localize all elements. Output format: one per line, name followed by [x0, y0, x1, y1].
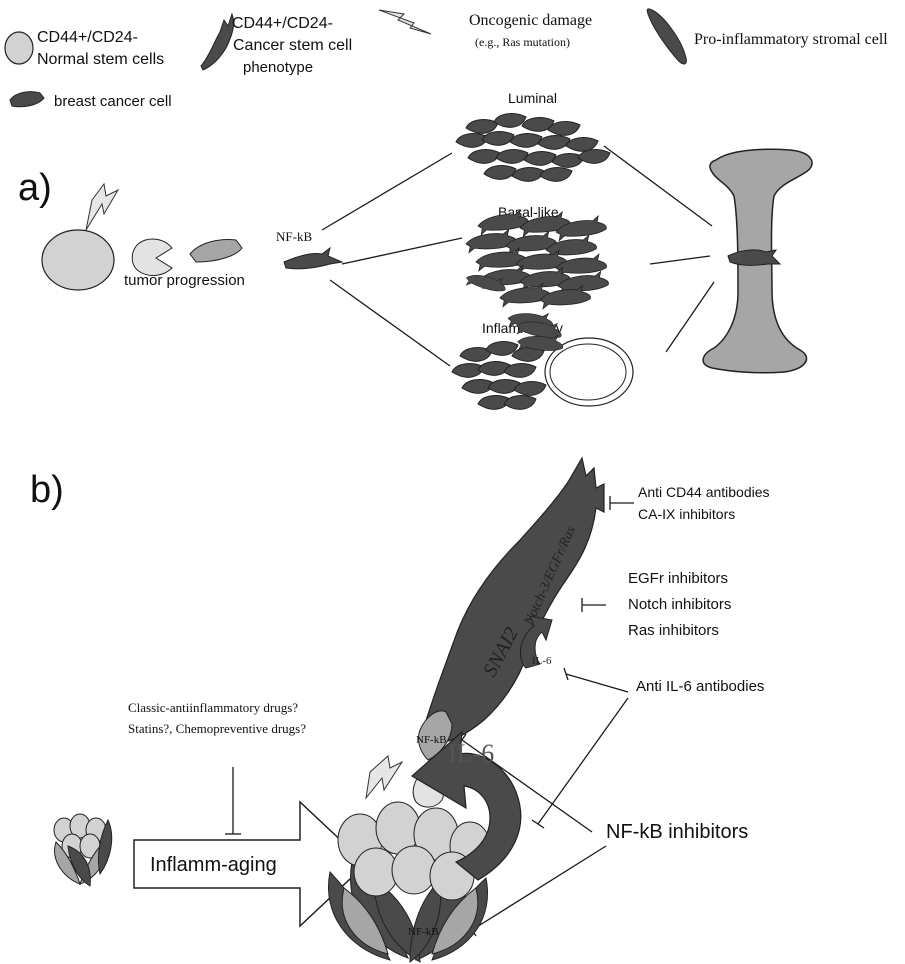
lightning-icon — [366, 756, 402, 798]
nfkb-label: NF-kB — [276, 229, 312, 244]
panel-a: a) tumor progression NF-kB Luminal Basal… — [18, 90, 812, 409]
legend-breast-cancer: breast cancer cell — [54, 93, 172, 110]
anti-il6-label[interactable]: Anti IL-6 antibodies — [636, 678, 764, 695]
legend-cancer-stem-sub1: Cancer stem cell — [233, 37, 352, 54]
legend-cancer-stem-sub2: phenotype — [243, 59, 313, 76]
inflammatory-cluster — [452, 342, 546, 410]
pacman-cell — [132, 239, 172, 275]
statins-label[interactable]: Statins?, Chemopreventive drugs? — [128, 721, 306, 736]
lightning-icon — [86, 184, 118, 230]
legend-oncogenic-sub: (e.g., Ras mutation) — [475, 35, 570, 49]
ca-ix-label[interactable]: CA-IX inhibitors — [638, 506, 735, 522]
nfkb-top-label: NF-kB — [416, 734, 447, 746]
cancer-stem-cell — [284, 248, 342, 269]
bulk-tumor-cluster — [328, 802, 490, 962]
legend-normal-stem-title: CD44+/CD24- — [37, 29, 138, 46]
early-tumor-cluster — [54, 814, 112, 886]
legend-stromal: Pro-inflammatory stromal cell — [694, 31, 888, 48]
nfkb-bottom-label: NF-kB — [408, 926, 439, 938]
normal-stem-cell — [42, 230, 114, 290]
egfr-inhibitors-label[interactable]: EGFr inhibitors — [628, 570, 728, 587]
basal-cluster — [465, 209, 609, 309]
ras-inhibitors-label[interactable]: Ras inhibitors — [628, 622, 719, 639]
panel-b-label: b) — [30, 469, 64, 511]
il6-big-label: IL-6 — [448, 739, 494, 768]
legend-oncogenic-title: Oncogenic damage — [469, 12, 592, 29]
luminal-label: Luminal — [508, 90, 557, 106]
classic-drugs-label[interactable]: Classic-antiinflammatory drugs? — [128, 700, 298, 715]
legend-cancer-stem-title: CD44+/CD24- — [232, 15, 333, 32]
notch-inhibitors-label[interactable]: Notch inhibitors — [628, 596, 731, 613]
panel-b: b) SNAI2 Notch-3/EGFr/Ras IL-6 Anti CD44… — [30, 458, 770, 962]
inflamm-aging-label: Inflamm-aging — [150, 854, 277, 876]
breast-cancer-cell-icon — [10, 92, 44, 107]
cancer-stem-cell-icon — [201, 14, 234, 70]
panel-a-label: a) — [18, 167, 52, 209]
stromal-ring-inner — [550, 344, 626, 400]
normal-stem-cell-icon — [5, 32, 33, 64]
legend: CD44+/CD24- Normal stem cells CD44+/CD24… — [5, 9, 888, 110]
lightning-icon — [379, 10, 431, 34]
cancer-stem-cell-large — [420, 458, 604, 743]
anti-cd44-label[interactable]: Anti CD44 antibodies — [638, 484, 770, 500]
metastatic-cell — [728, 250, 780, 265]
legend-normal-stem-sub: Normal stem cells — [37, 51, 164, 68]
stromal-cell-icon — [647, 9, 686, 64]
progressing-cell — [190, 240, 242, 262]
nfkb-inhibitors-label[interactable]: NF-kB inhibitors — [606, 821, 748, 843]
il6-small-label: IL-6 — [532, 655, 552, 667]
tumor-progression-label: tumor progression — [124, 272, 245, 289]
luminal-cluster — [456, 114, 610, 182]
